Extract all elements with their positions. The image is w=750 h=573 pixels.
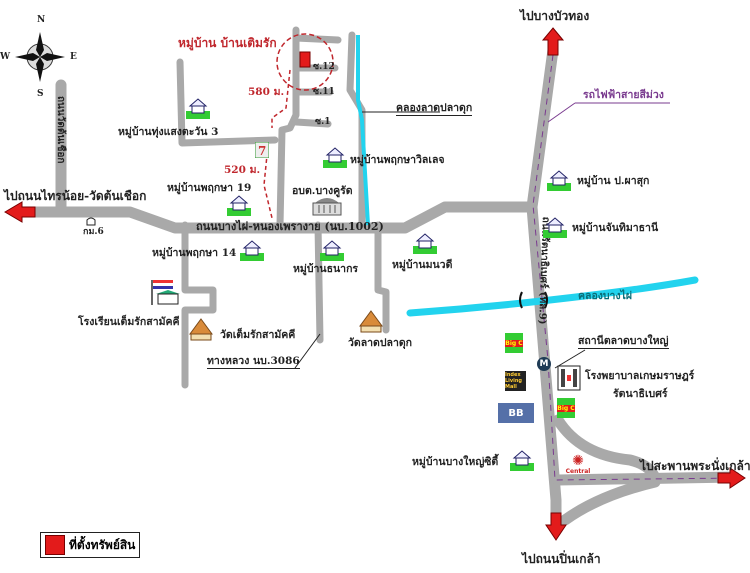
soi-12: ซ.12 bbox=[313, 62, 335, 72]
index-living-mall-logo: Index Living Mall bbox=[505, 371, 526, 391]
soi-1: ซ.1 bbox=[315, 117, 331, 127]
canal-bangphai-label: คลองบางไผ่ bbox=[578, 290, 633, 302]
convenience-store-icon: 7 bbox=[255, 142, 269, 158]
soi-11: ซ.11 bbox=[313, 87, 335, 97]
highway-3086-label: ทางหลวง นบ.3086 bbox=[207, 355, 300, 369]
house-icon bbox=[320, 240, 344, 261]
arrow-south bbox=[545, 512, 567, 541]
road-curve-south bbox=[559, 476, 661, 526]
compass-e: E bbox=[70, 52, 77, 62]
road-3086 bbox=[314, 221, 324, 344]
village-chanthima: หมู่บ้านจันทิมาธานี bbox=[572, 222, 659, 234]
road-soi bbox=[276, 26, 300, 229]
hospital-label-2: รัตนาธิเบศร์ bbox=[613, 388, 668, 400]
legend-label: ที่ตั้งทรัพย์สิน bbox=[69, 537, 136, 552]
property-swatch bbox=[45, 535, 65, 555]
canal-latpladuk bbox=[356, 35, 370, 226]
house-icon bbox=[186, 98, 210, 119]
property-marker bbox=[299, 51, 311, 68]
metro-station-icon: M bbox=[537, 357, 551, 371]
road-school bbox=[181, 221, 217, 389]
road-thungsaengtawan bbox=[176, 58, 279, 147]
bb-logo: BB bbox=[498, 403, 534, 423]
village-pruksa14: หมู่บ้านพฤกษา 14 bbox=[152, 247, 237, 259]
bigc-text: Big C bbox=[557, 404, 575, 412]
arrow-west bbox=[4, 201, 36, 223]
road-rattanathibet bbox=[526, 44, 562, 526]
railway-purple-line bbox=[532, 54, 741, 481]
house-icon bbox=[323, 147, 347, 168]
road-curve-north bbox=[552, 414, 661, 484]
village-thanakorn: หมู่บ้านธนากร bbox=[293, 263, 359, 275]
to-sainoi: ไปถนนไทรน้อย-วัดต้นเชือก bbox=[4, 189, 147, 203]
to-bangbuathong: ไปบางบัวทอง bbox=[520, 9, 590, 23]
station-label: สถานีตลาดบางใหญ่ bbox=[578, 335, 669, 349]
central-sun-icon: ✺ bbox=[572, 452, 584, 469]
house-icon bbox=[413, 233, 437, 254]
obt-label: อบต.บางคูรัด bbox=[292, 185, 353, 197]
house-icon bbox=[227, 195, 251, 216]
distance-520: 520 ม. bbox=[224, 164, 261, 176]
bigc-text: Big C bbox=[505, 339, 523, 347]
target-village-label: หมู่บ้าน บ้านเติมรัก bbox=[178, 36, 277, 50]
canal-latpladuk-label: คลองลาดปลาดุก bbox=[396, 102, 473, 116]
main-road-label: ถนนบางไผ่-หนองเพรางาย (นบ.1002) bbox=[196, 220, 384, 233]
house-icon bbox=[510, 450, 534, 471]
purple-line-label: รถไฟฟ้าสายสีม่วง bbox=[583, 89, 664, 101]
road-tonchueak-label: ถนนวัดต้นเชือก bbox=[55, 96, 66, 164]
compass-s: S bbox=[37, 89, 44, 99]
arrow-east bbox=[717, 467, 746, 489]
house-icon bbox=[240, 240, 264, 261]
village-porpaduk: หมู่บ้าน ป.ผาสุก bbox=[577, 175, 650, 187]
central-text: Central bbox=[565, 467, 591, 475]
canal-bangphai bbox=[406, 276, 699, 317]
compass-n: N bbox=[37, 15, 46, 25]
to-pinklao: ไปถนนปิ่นเกล้า bbox=[522, 552, 601, 566]
hospital-label-1: โรงพยาบาลเกษมราษฎร์ bbox=[585, 370, 695, 382]
compass-w: W bbox=[0, 52, 11, 62]
village-pruksa19: หมู่บ้านพฤกษา 19 bbox=[167, 182, 252, 194]
bigc-logo: Big C bbox=[557, 398, 575, 418]
village-manawadee: หมู่บ้านมนวดี bbox=[392, 259, 453, 271]
to-nangklao: ไปสะพานพระนั่งเกล้า bbox=[640, 459, 750, 473]
svg-text:7: 7 bbox=[258, 144, 266, 158]
house-icon bbox=[543, 217, 567, 238]
legend: ที่ตั้งทรัพย์สิน bbox=[40, 532, 141, 558]
temple-icon bbox=[189, 318, 213, 341]
road-wat-latpladuk bbox=[374, 221, 390, 334]
bigc-logo: Big C bbox=[505, 333, 523, 353]
wat-temrak-label: วัดเต็มรักสามัคคี bbox=[220, 329, 296, 341]
km6-marker: กม.6 bbox=[83, 227, 104, 237]
wat-latpladuk-label: วัดลาดปลาดุก bbox=[348, 337, 413, 349]
temple-icon bbox=[359, 310, 383, 333]
government-office-icon bbox=[312, 198, 342, 216]
target-zone bbox=[276, 33, 334, 91]
compass-icon bbox=[15, 32, 65, 82]
road-main-east-west bbox=[24, 201, 538, 234]
village-pruksa-villa: หมู่บ้านพฤกษาวิลเลจ bbox=[350, 154, 445, 166]
school-icon bbox=[151, 280, 180, 305]
village-thungsaengtawan: หมู่บ้านทุ่งแสงตะวัน 3 bbox=[118, 126, 219, 138]
arrow-north bbox=[541, 27, 565, 56]
distance-580: 580 ม. bbox=[248, 86, 285, 98]
hospital-icon bbox=[557, 365, 581, 391]
house-icon bbox=[547, 170, 571, 191]
central-logo: ✺Central bbox=[565, 450, 591, 478]
village-bangyai-city: หมู่บ้านบางใหญ่ซิตี้ bbox=[412, 456, 499, 468]
km-marker-icon bbox=[86, 217, 96, 226]
school-label: โรงเรียนเต็มรักสามัคคี bbox=[78, 316, 180, 328]
